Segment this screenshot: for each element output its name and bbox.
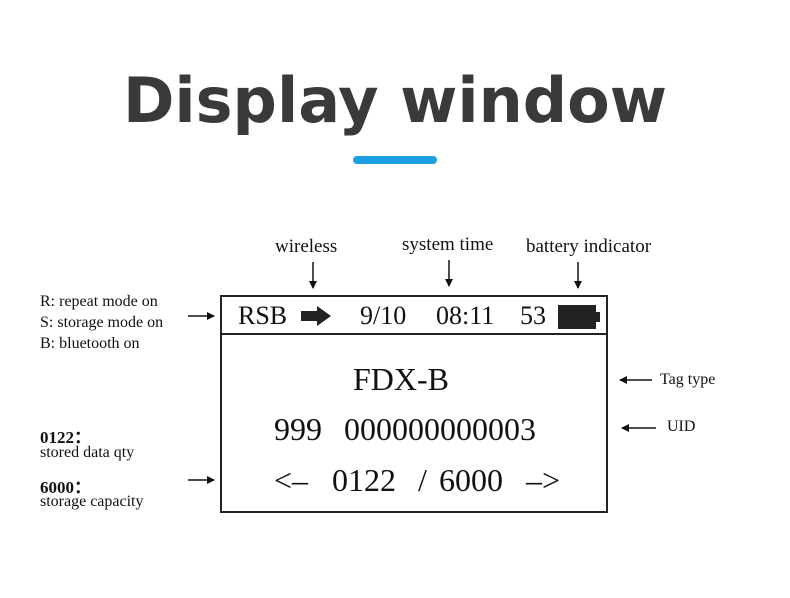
count-separator: / — [418, 462, 427, 498]
uid-number: 000000000003 — [344, 411, 536, 447]
nav-left-arrow: <– — [274, 462, 309, 498]
tag-type-label: Tag type — [660, 371, 716, 388]
uid-country-code: 999 — [274, 411, 322, 447]
battery-level: 53 — [520, 301, 546, 330]
stored-count: 0122 — [332, 462, 396, 498]
legend-repeat-mode: R: repeat mode on — [40, 293, 158, 310]
legend-storage-mode: S: storage mode on — [40, 314, 164, 331]
battery-icon — [558, 305, 600, 329]
page-title: Display window — [122, 64, 668, 137]
capacity-value: 6000： — [40, 478, 91, 497]
status-bar: RSB 9/10 08:11 53 — [222, 297, 606, 335]
tag-type-value: FDX-B — [353, 361, 450, 397]
uid-label: UID — [667, 418, 696, 435]
time-readout: 08:11 — [436, 301, 495, 330]
mode-indicator: RSB — [238, 301, 288, 330]
title-underline — [353, 156, 437, 164]
stored-qty-value: 0122： — [40, 428, 91, 447]
battery-indicator-label: battery indicator — [526, 236, 652, 257]
capacity-desc: storage capacity — [40, 493, 144, 510]
stored-qty-desc: stored data qty — [40, 444, 135, 461]
nav-right-arrow: –> — [526, 462, 561, 498]
capacity-count: 6000 — [439, 462, 503, 498]
system-time-label: system time — [402, 234, 494, 255]
date-readout: 9/10 — [360, 301, 407, 330]
display-screen: RSB 9/10 08:11 53 FDX-B 999 000000000003… — [220, 295, 608, 513]
legend-bluetooth: B: bluetooth on — [40, 335, 140, 352]
right-arrow-icon — [301, 306, 331, 326]
wireless-label: wireless — [275, 236, 338, 257]
